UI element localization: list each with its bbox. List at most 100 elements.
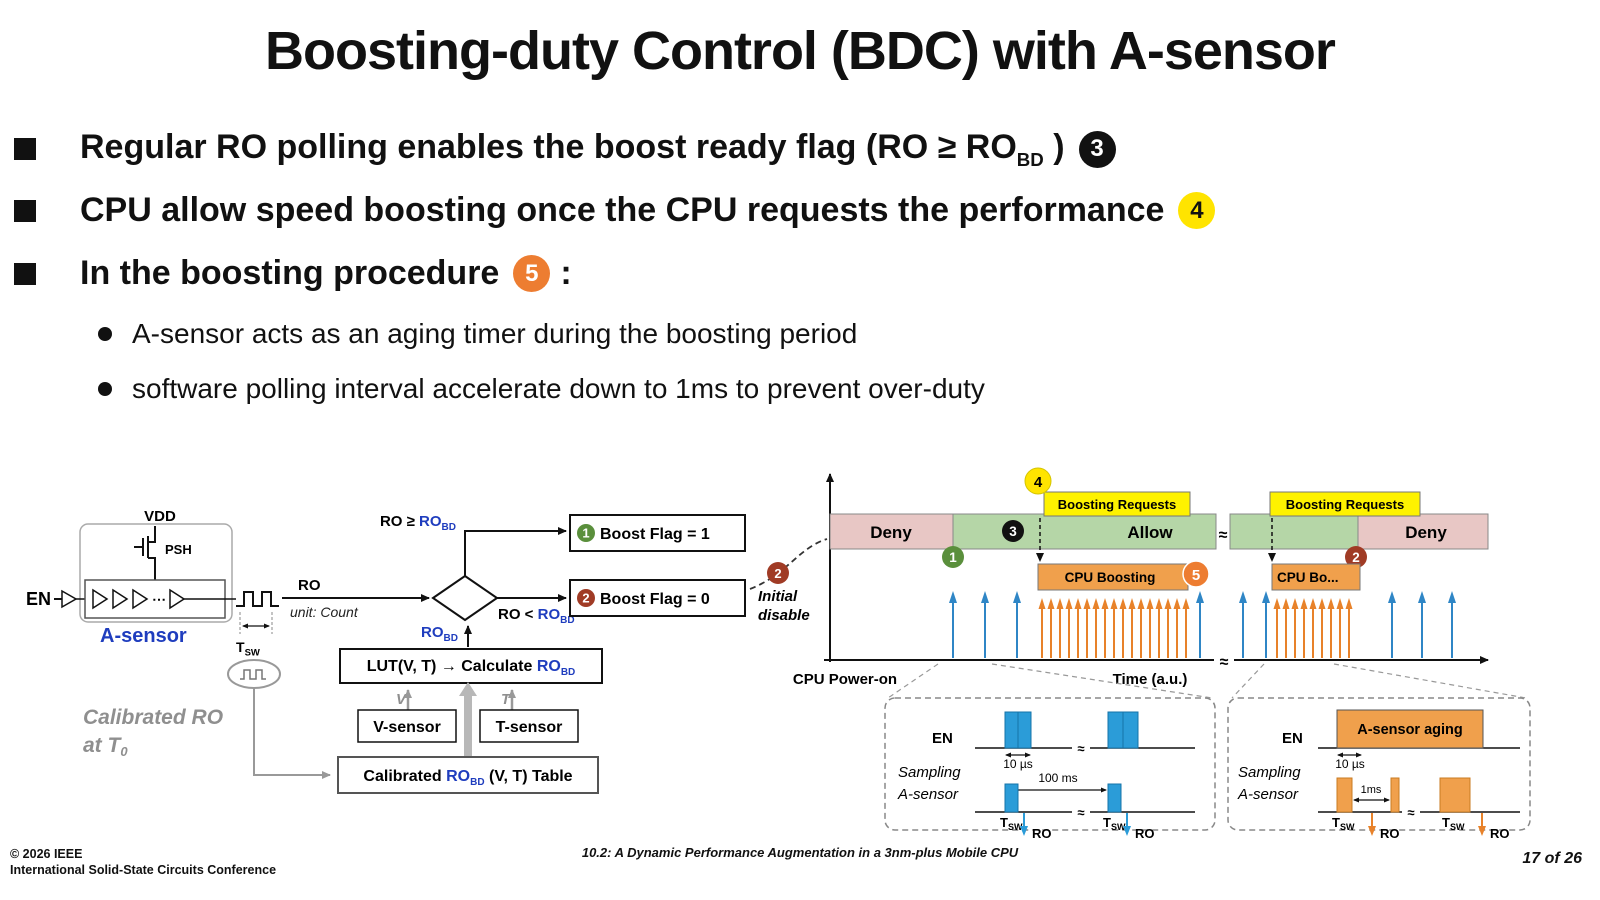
- sub-bullet-2: software polling interval accelerate dow…: [98, 373, 985, 405]
- polling-arrows-blue: [948, 590, 1457, 659]
- page-title: Boosting-duty Control (BDC) with A-senso…: [265, 21, 1336, 81]
- page-number: 17 of 26: [1522, 850, 1582, 867]
- boost-flag-0-box: [569, 579, 746, 617]
- bullet-2-text: CPU allow speed boosting once the CPU re…: [80, 191, 1165, 229]
- a-sensor-enclosure: [79, 523, 233, 623]
- inverter-chain-icon: [92, 588, 186, 610]
- boosting-polling-inset: EN A-sensor aging 10 µs Sampling A-senso…: [1227, 697, 1531, 841]
- step-1-badge: [942, 546, 964, 568]
- a-sensor-circuit: VDD PSH EN ⋯ A-sensor: [26, 508, 331, 779]
- bullet-1-text: Regular RO polling enables the boost rea…: [80, 128, 1065, 171]
- sub-bullet-2-text: software polling interval accelerate dow…: [132, 373, 985, 404]
- normal-polling-inset: EN ≈ 10 µs 100 ms Sampling A-sensor ≈ TS…: [884, 697, 1216, 841]
- allow-band-2: [1229, 513, 1359, 550]
- cpu-boosting-box-1: [1037, 563, 1189, 591]
- copyright-line-1: © 2026 IEEE: [10, 847, 83, 861]
- decision-logic: RO unit: Count RO ≥ ROBD RO < ROBD 1 Boo…: [282, 513, 746, 647]
- buffer-icon: [61, 589, 78, 609]
- deny-label: Deny: [870, 523, 912, 542]
- calibrated-table-box: [337, 756, 599, 794]
- clock-icon: [227, 659, 281, 689]
- deny-band-1: [829, 513, 954, 550]
- axis-break-mask: [1214, 652, 1234, 667]
- sampling-pulse: [1336, 777, 1353, 813]
- tsw-label: TSW: [1442, 815, 1465, 832]
- tsw-label: TSW: [1103, 815, 1126, 832]
- sampling-pulse: [1004, 783, 1019, 813]
- tsw-label: TSW: [236, 639, 260, 659]
- drop-arrowhead: [1268, 553, 1276, 562]
- bullet-1-sub: BD: [1016, 148, 1044, 170]
- ro-label: RO: [1032, 826, 1052, 841]
- initial-disable-dashed-line: [749, 538, 828, 590]
- bullet-1: Regular RO polling enables the boost rea…: [14, 128, 1116, 171]
- tsw-label: TSW: [1000, 815, 1023, 832]
- step-4-badge: 4: [1178, 192, 1216, 229]
- t-input-label: T: [501, 691, 512, 708]
- boost-flag-1-label: Boost Flag = 1: [600, 526, 710, 543]
- copyright: © 2026 IEEE International Solid-State Ci…: [10, 846, 276, 878]
- boost-flag-1-box: [569, 514, 746, 552]
- square-wave-icon: [236, 591, 279, 607]
- cpu-boosting-label: CPU Boosting: [1065, 570, 1156, 585]
- sampling-label: Sampling: [898, 764, 961, 781]
- ge-condition-label: RO ≥ ROBD: [380, 513, 456, 533]
- axis-break-approx: ≈: [1220, 654, 1229, 671]
- approx: ≈: [1077, 805, 1084, 820]
- lut-box: [339, 648, 603, 684]
- allow-band: [952, 513, 1217, 550]
- initial-label: Initial: [758, 588, 798, 605]
- sampling-pulse: [1390, 777, 1400, 813]
- step-1-badge-number: 1: [582, 526, 589, 541]
- 100ms-label: 100 ms: [1038, 771, 1077, 785]
- sampling-pulse: [1107, 783, 1122, 813]
- a-sensor-label: A-sensor: [897, 786, 959, 803]
- clock-wave-icon: [240, 669, 266, 680]
- bullet-3: In the boosting procedure 5 :: [14, 254, 572, 293]
- 10us-label: 10 µs: [1335, 757, 1365, 771]
- paper-title: A Dynamic Performance Augmentation in a …: [614, 845, 1019, 860]
- lt-condition-label: RO < ROBD: [498, 606, 575, 626]
- 1ms-label: 1ms: [1361, 784, 1382, 796]
- bullet-2: CPU allow speed boosting once the CPU re…: [14, 191, 1216, 230]
- cpu-boosting-box-2: [1271, 563, 1361, 591]
- t-sensor-label: T-sensor: [496, 719, 563, 736]
- bullet-3-text: In the boosting procedure: [80, 254, 500, 292]
- step-3-badge: 3: [1078, 130, 1116, 168]
- ge-branch-arrow: [464, 527, 567, 576]
- bullet-dot-icon: [98, 327, 112, 341]
- ro-sample-arrowhead: [1123, 826, 1131, 836]
- step-3-badge-number: 3: [1009, 524, 1017, 539]
- tsw-label: TSW: [1332, 815, 1355, 832]
- step-5-badge-number: 5: [1192, 567, 1200, 584]
- 10us-label: 10 µs: [1003, 757, 1033, 771]
- v-input-label: V: [396, 691, 408, 708]
- ro-sample-arrowhead: [1020, 826, 1028, 836]
- step-5-badge: [1182, 560, 1210, 588]
- sub-bullet-1-text: A-sensor acts as an aging timer during t…: [132, 318, 858, 349]
- zoom-connector-lines: [887, 663, 1527, 699]
- step-1-badge-number: 1: [949, 550, 957, 565]
- psh-transistor-icon: [134, 526, 156, 580]
- sampling-pulse: [1439, 777, 1471, 813]
- deny-band-2: [1357, 513, 1489, 550]
- deny-2-label: Deny: [1405, 523, 1447, 542]
- clock-to-table-wire: [253, 688, 331, 779]
- boosting-requests-label-2: Boosting Requests: [1286, 497, 1404, 512]
- step-3-badge: [1002, 520, 1024, 542]
- compare-diamond: [431, 574, 499, 622]
- lut-section: LUT(V, T) → Calculate ROBD V T V-sensor …: [337, 648, 603, 794]
- bullet-square-icon: [14, 199, 36, 222]
- cpu-power-on-label: CPU Power-on: [793, 671, 897, 688]
- unit-count-label: unit: Count: [290, 604, 359, 620]
- step-4-badge: [1024, 467, 1052, 495]
- a-sensor-aging-label: A-sensor aging: [1357, 722, 1463, 738]
- calibrated-table-label: Calibrated ROBD (V, T) Table: [363, 768, 572, 788]
- step-2-badge-number: 2: [582, 591, 589, 606]
- bullet-square-icon: [14, 138, 36, 161]
- drop-arrowhead: [1036, 553, 1044, 562]
- at-t0-label: at T0: [83, 734, 128, 759]
- a-sensor-label: A-sensor: [100, 625, 187, 647]
